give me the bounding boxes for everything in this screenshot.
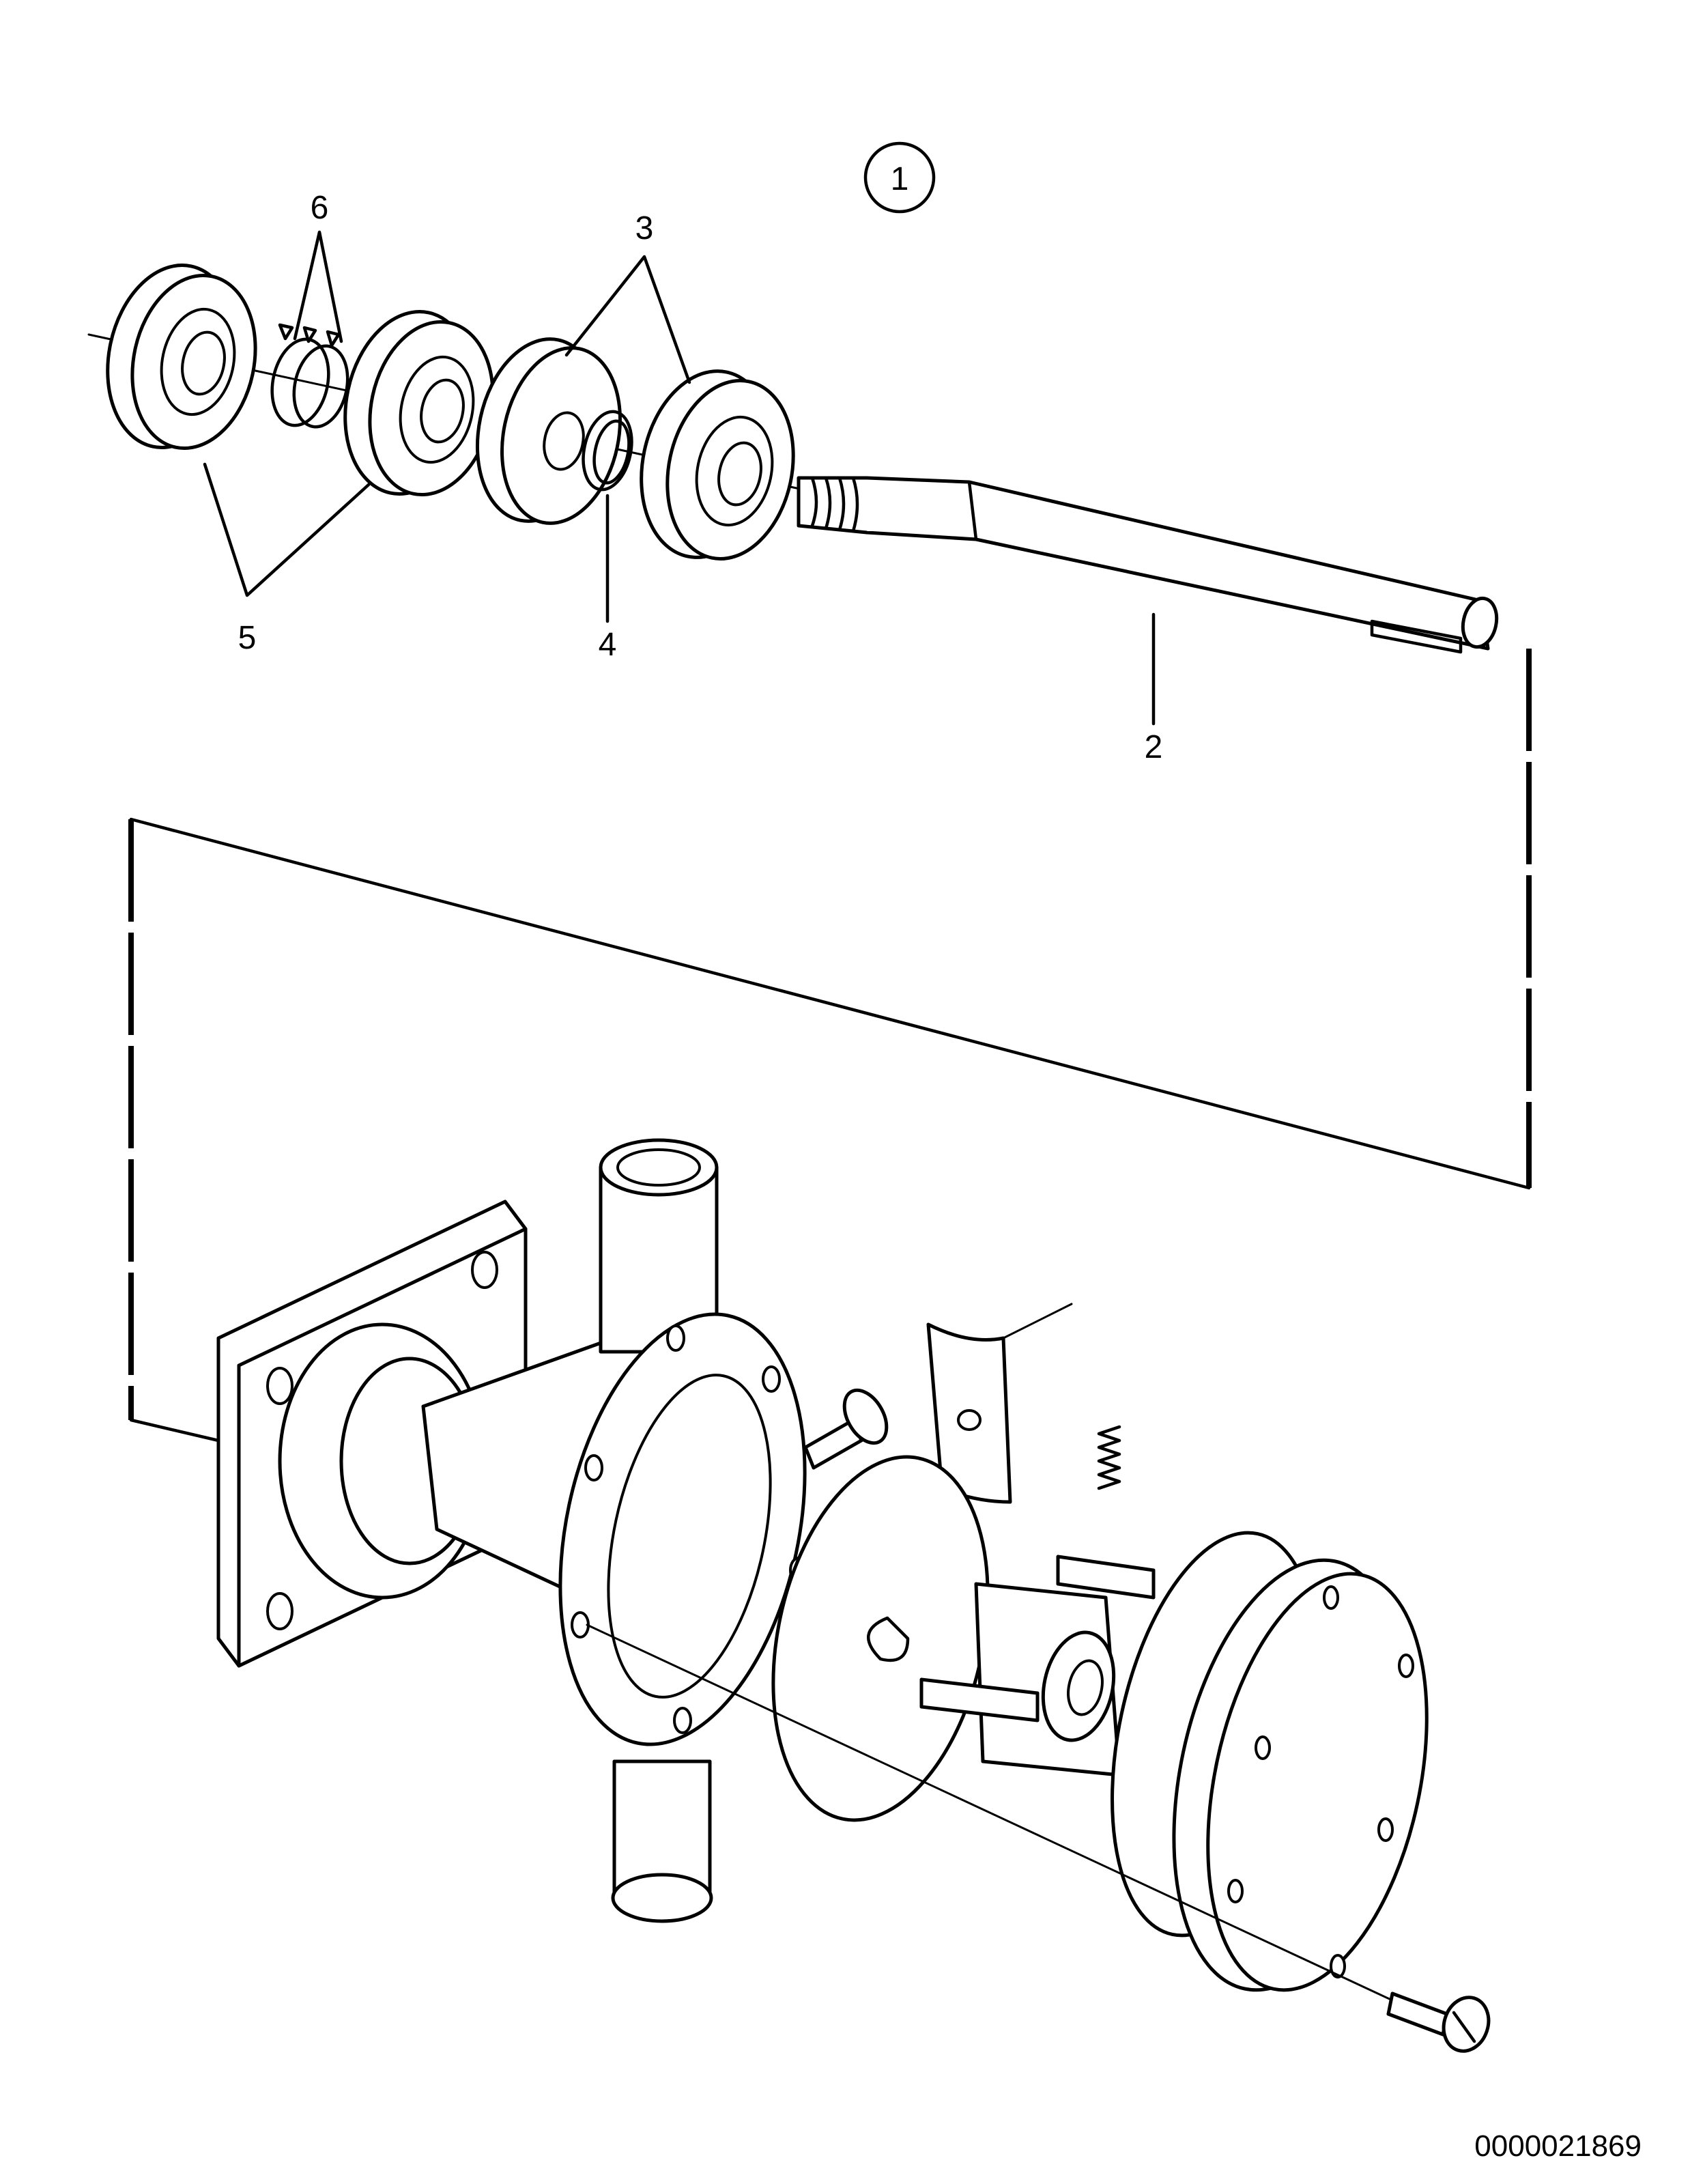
- cover-screw: [586, 1623, 1491, 2053]
- cam-screw: [803, 1388, 889, 1470]
- shaft-seal: [475, 337, 622, 525]
- view-marker: 1: [863, 141, 936, 214]
- callout-5: 5: [238, 620, 257, 656]
- pump-cover: [1172, 1558, 1429, 1992]
- ball-bearing-right: [640, 369, 795, 561]
- impeller: [919, 1425, 1156, 1777]
- o-ring: [582, 410, 633, 492]
- pump-shaft: [797, 476, 1499, 654]
- pump-cam: [926, 1303, 1073, 1504]
- callout-6: 6: [311, 190, 329, 226]
- assembly-reference-frame: [128, 649, 1532, 1443]
- pump-housing: [216, 1138, 808, 1923]
- callout-2: 2: [1145, 729, 1163, 765]
- callout-leaders: [203, 230, 1156, 726]
- callout-3: 3: [635, 210, 654, 246]
- ball-bearing-left: [106, 264, 257, 451]
- document-number: 0000021869: [1474, 2129, 1642, 2163]
- view-marker-label: 1: [891, 161, 909, 197]
- ball-bearing-center: [343, 310, 495, 497]
- callout-4: 4: [599, 627, 617, 663]
